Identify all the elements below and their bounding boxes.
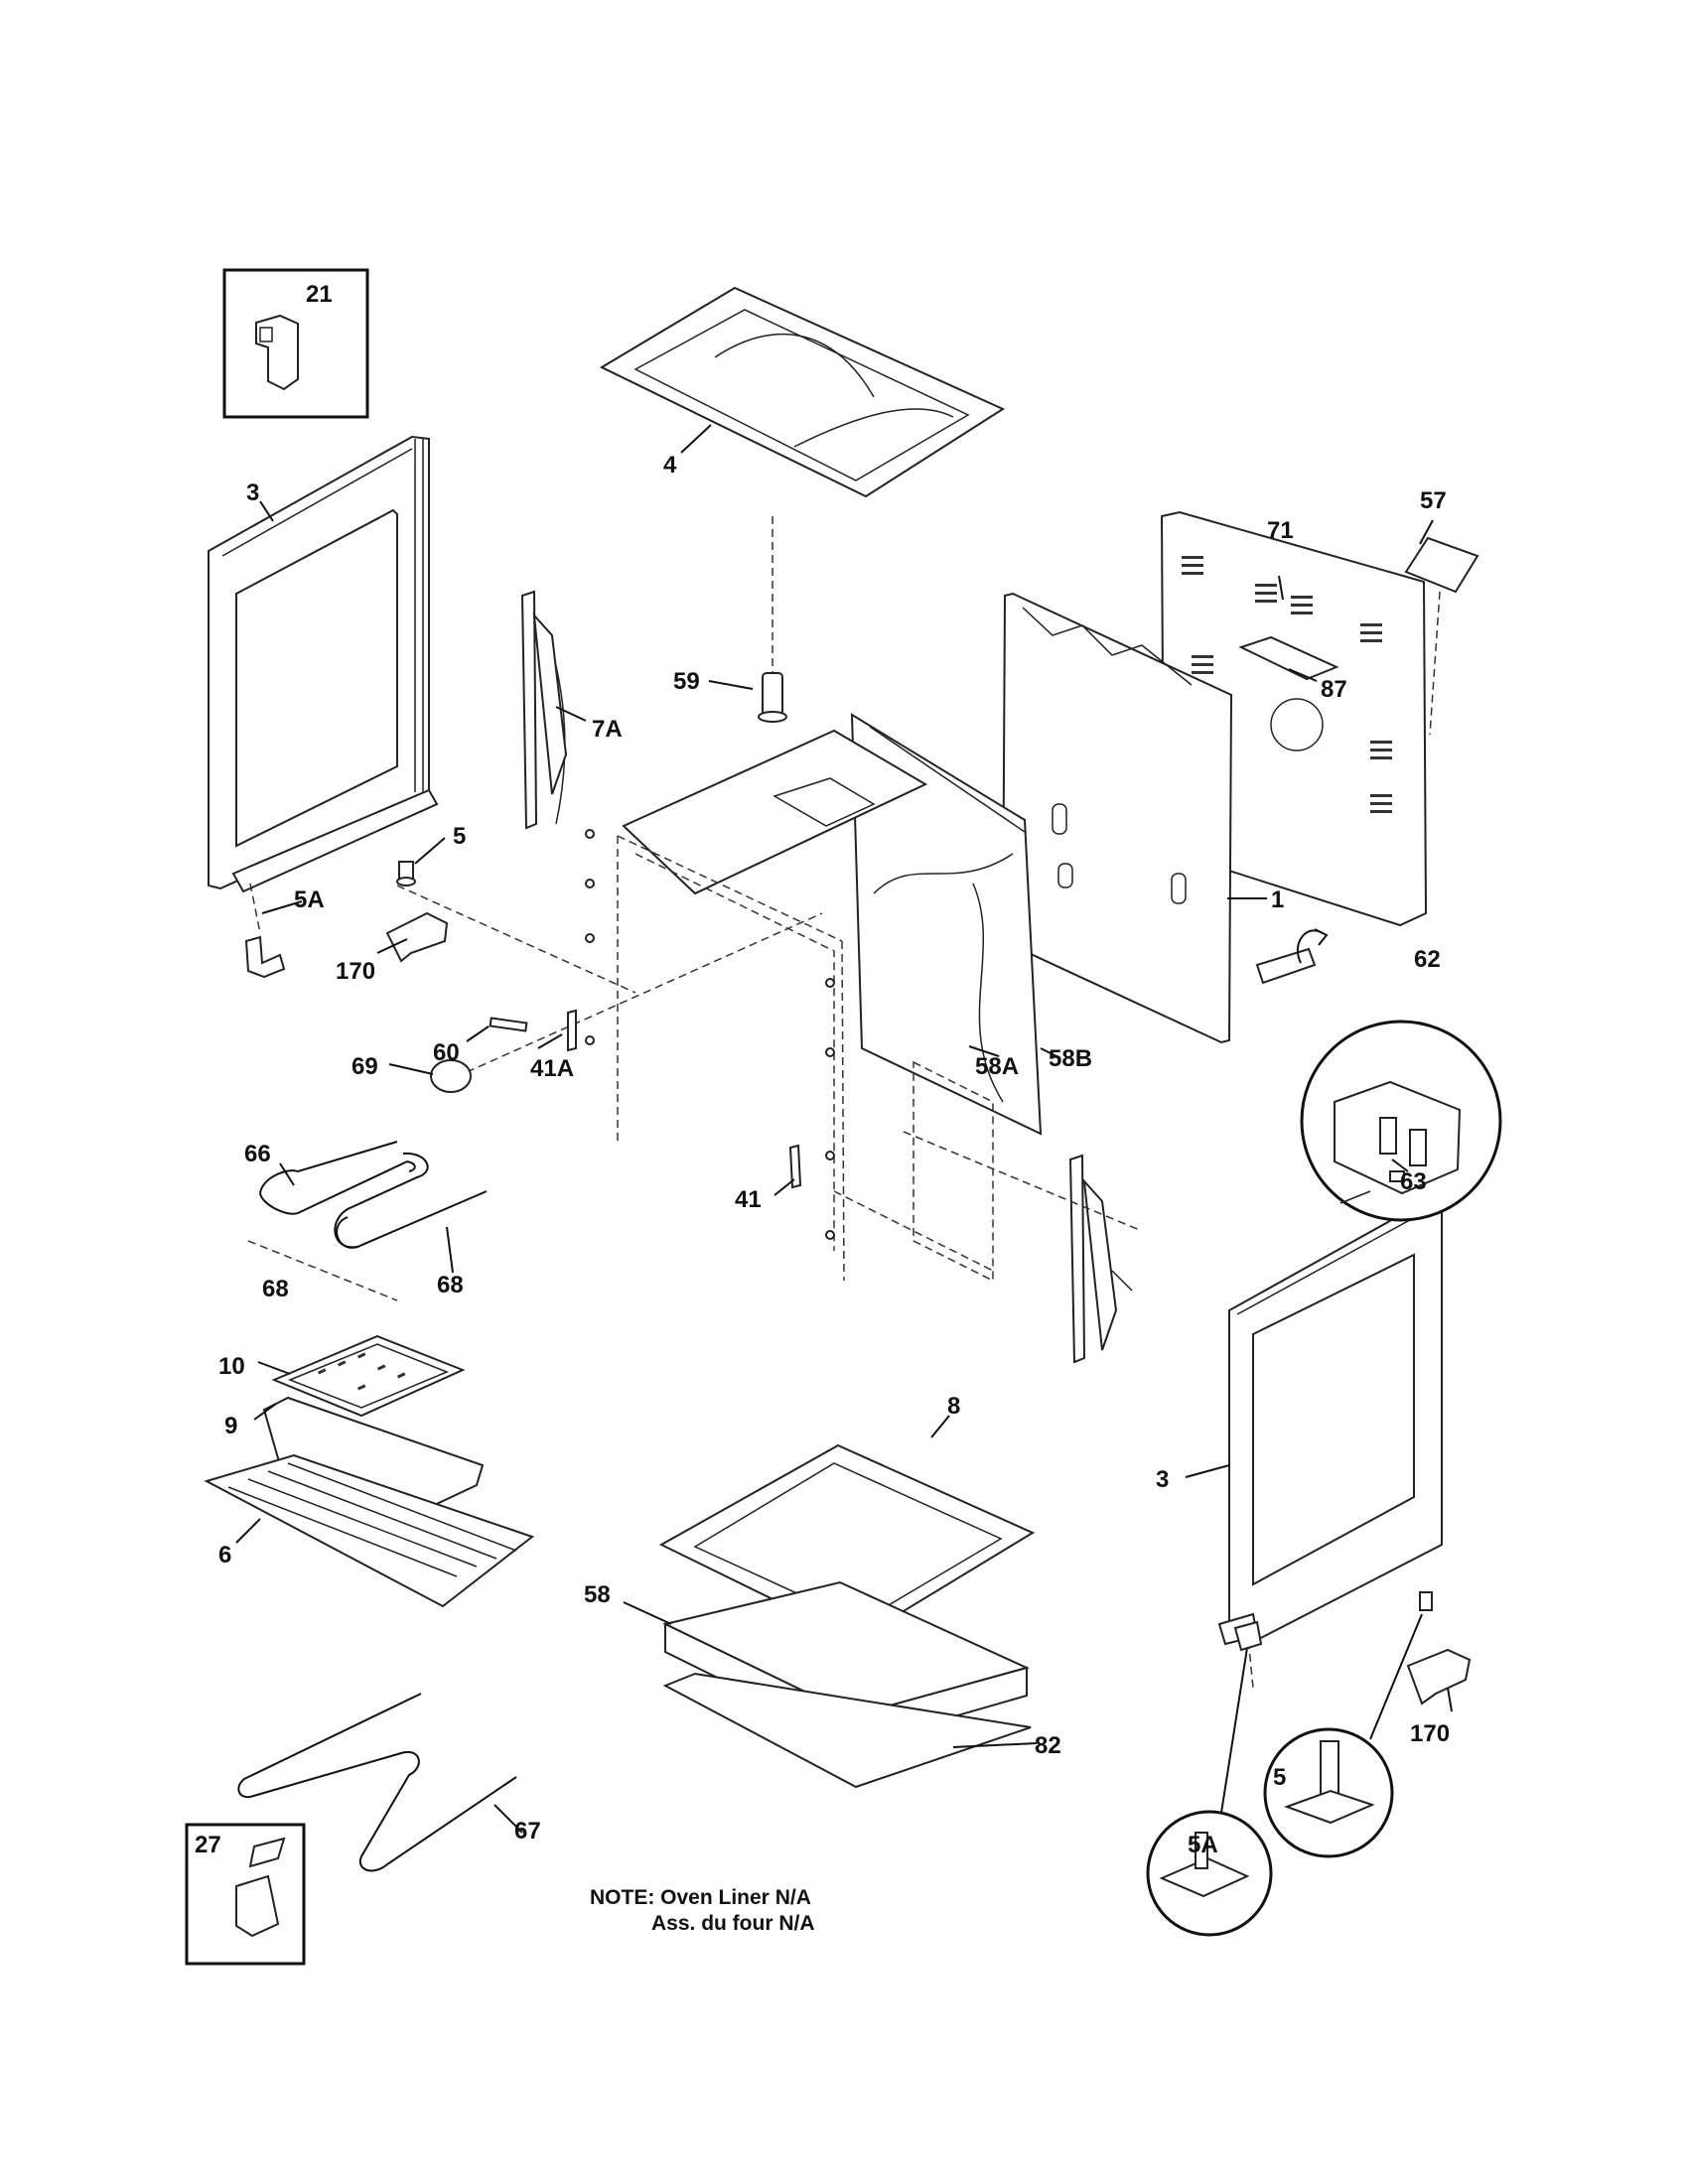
callout-170-left: 170 — [336, 958, 375, 985]
part-27-inset — [185, 1823, 306, 1966]
callout-8: 8 — [947, 1393, 960, 1420]
part-5-leveling-leg-left — [396, 861, 416, 887]
callout-5A-left: 5A — [294, 887, 325, 913]
callout-63: 63 — [1400, 1168, 1427, 1195]
callout-66: 66 — [244, 1141, 271, 1167]
callout-69: 69 — [352, 1053, 378, 1080]
callout-41: 41 — [735, 1186, 762, 1213]
callout-62: 62 — [1414, 946, 1441, 973]
assembly-guide-lines — [249, 883, 1254, 1689]
callout-68-b: 68 — [437, 1272, 464, 1298]
callout-9: 9 — [224, 1413, 237, 1439]
callout-27: 27 — [195, 1832, 221, 1858]
callout-5-right: 5 — [1273, 1764, 1286, 1791]
callout-3-left: 3 — [246, 479, 259, 506]
callout-82: 82 — [1035, 1732, 1061, 1759]
part-3-right-side-panel — [1217, 1201, 1443, 1646]
callout-5-left: 5 — [453, 823, 466, 850]
callout-labels: 21 3 4 57 71 59 7A 87 5 5A 1 170 62 60 6… — [195, 281, 1450, 1858]
callout-67: 67 — [514, 1818, 541, 1844]
part-62-terminal-detail — [1300, 1020, 1502, 1222]
callout-1: 1 — [1271, 887, 1284, 913]
part-59-sensor — [758, 672, 787, 723]
callout-5A-right: 5A — [1188, 1832, 1218, 1858]
callout-6: 6 — [218, 1542, 231, 1569]
callout-170-right: 170 — [1410, 1720, 1450, 1747]
callout-71: 71 — [1267, 517, 1294, 544]
part-5-leveling-leg-detail — [1263, 1591, 1433, 1858]
part-66-broil-element — [259, 1141, 488, 1249]
screws — [585, 829, 835, 1240]
part-67-bake-element — [237, 1693, 517, 1872]
part-5A-bracket-detail — [1146, 1620, 1273, 1937]
terminal-block — [1255, 928, 1329, 985]
part-69-light-cover — [430, 1059, 472, 1093]
part-4-top-panel — [599, 286, 1006, 498]
callout-58A: 58A — [975, 1053, 1019, 1080]
part-10-broiler-grid — [271, 1334, 466, 1418]
part-68-wire-line — [247, 1240, 398, 1301]
callout-41A: 41A — [530, 1055, 574, 1082]
callout-87: 87 — [1321, 676, 1347, 703]
part-170-clip-right — [1406, 1648, 1472, 1706]
part-3-left-side-panel — [208, 435, 439, 893]
part-5A-bracket-left — [244, 935, 286, 979]
oven-liner-note: NOTE: Oven Liner N/A Ass. du four N/A — [590, 1886, 815, 1935]
leader-lines — [235, 424, 1453, 1834]
oven-cavity-insulation — [617, 713, 1043, 1283]
note-line-2: Ass. du four N/A — [651, 1912, 815, 1935]
part-170-clip-left — [385, 911, 449, 963]
part-57-plate — [1404, 536, 1479, 594]
part-60-bracket — [489, 1017, 528, 1032]
callout-58B: 58B — [1049, 1045, 1092, 1072]
note-line-1: NOTE: Oven Liner N/A — [590, 1886, 811, 1909]
callout-10: 10 — [218, 1353, 245, 1380]
callout-60: 60 — [433, 1039, 460, 1066]
callout-68-a: 68 — [262, 1276, 289, 1302]
part-41-bracket — [788, 1144, 802, 1189]
callout-58: 58 — [584, 1581, 611, 1608]
part-7A-rack-support — [520, 590, 568, 830]
part-6-oven-rack — [204, 1453, 535, 1608]
part-21-inset — [222, 268, 369, 419]
part-41A-bracket — [567, 1009, 577, 1052]
callout-57: 57 — [1420, 487, 1447, 514]
callout-59: 59 — [673, 668, 700, 695]
callout-3-right: 3 — [1156, 1466, 1169, 1493]
callout-7A: 7A — [592, 716, 623, 743]
callout-4: 4 — [663, 452, 677, 478]
part-82-drawer-bottom — [662, 1672, 1032, 1789]
rack-support-right — [1068, 1154, 1133, 1364]
callout-21: 21 — [306, 281, 333, 308]
